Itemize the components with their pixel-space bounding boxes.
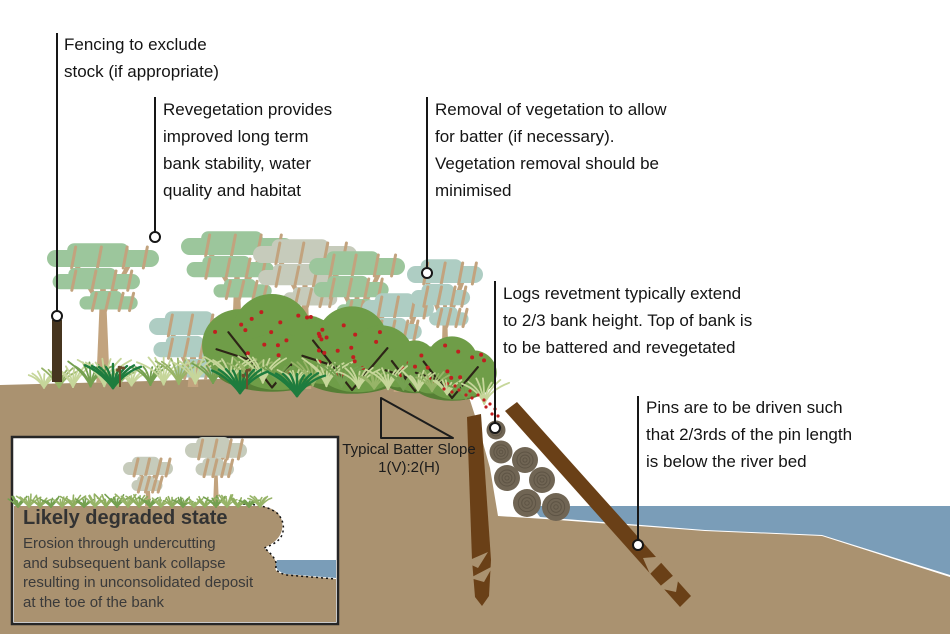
batter-slope-triangle bbox=[380, 397, 454, 439]
annotation-pins: Pins are to be driven such that 2/3rds o… bbox=[646, 398, 853, 471]
revetment-pins bbox=[465, 402, 691, 607]
fence-post bbox=[52, 320, 62, 382]
pin-diagonal bbox=[505, 402, 691, 607]
inset-body: Erosion through undercutting and subsequ… bbox=[23, 535, 254, 611]
batter-slope-line1: Typical Batter Slope bbox=[342, 441, 476, 458]
tree bbox=[47, 243, 159, 383]
tree bbox=[181, 231, 293, 385]
leader-dot bbox=[149, 231, 161, 243]
inset-title: Likely degraded state bbox=[23, 507, 228, 529]
vegetation bbox=[27, 231, 511, 418]
leader-dot bbox=[489, 422, 501, 434]
annotation-log-revetment: Logs revetment typically extend to 2/3 b… bbox=[503, 284, 753, 357]
leader-dot bbox=[421, 267, 433, 279]
inset-tree bbox=[185, 437, 247, 507]
annotation-revegetation: Revegetation provides improved long term… bbox=[163, 100, 333, 200]
annotation-vegetation-removal: Removal of vegetation to allow for batte… bbox=[435, 100, 667, 200]
inset-tree bbox=[123, 456, 173, 507]
batter-slope-label: Typical Batter Slope 1(V):2(H) bbox=[330, 441, 488, 477]
inset-degraded-state bbox=[7, 435, 340, 626]
pin-left bbox=[467, 414, 491, 606]
batter-slope-line2: 1(V):2(H) bbox=[378, 459, 440, 476]
annotation-fencing: Fencing to exclude stock (if appropriate… bbox=[64, 35, 219, 81]
leader-dot bbox=[51, 310, 63, 322]
leader-markers bbox=[51, 231, 644, 551]
leader-lines bbox=[56, 33, 639, 540]
leader-dot bbox=[632, 539, 644, 551]
river-water bbox=[532, 506, 950, 575]
